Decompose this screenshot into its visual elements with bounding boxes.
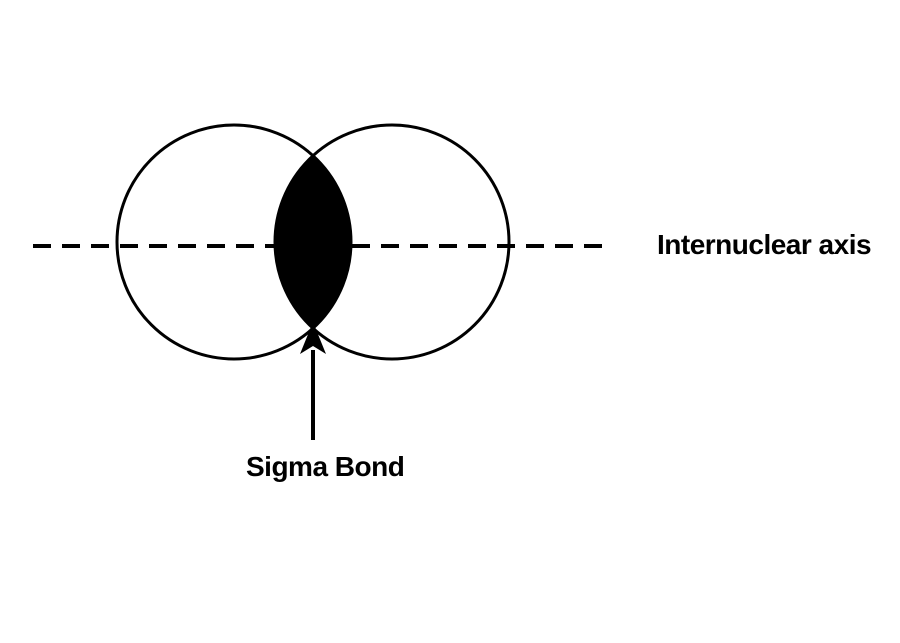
arrow-head-icon bbox=[300, 322, 326, 354]
internuclear-axis-label: Internuclear axis bbox=[657, 229, 872, 260]
orbital-overlap-region bbox=[274, 154, 352, 330]
left-orbital-circle bbox=[115, 123, 353, 361]
right-orbital-circle bbox=[273, 123, 511, 361]
sigma-bond-label: Sigma Bond bbox=[246, 451, 405, 482]
